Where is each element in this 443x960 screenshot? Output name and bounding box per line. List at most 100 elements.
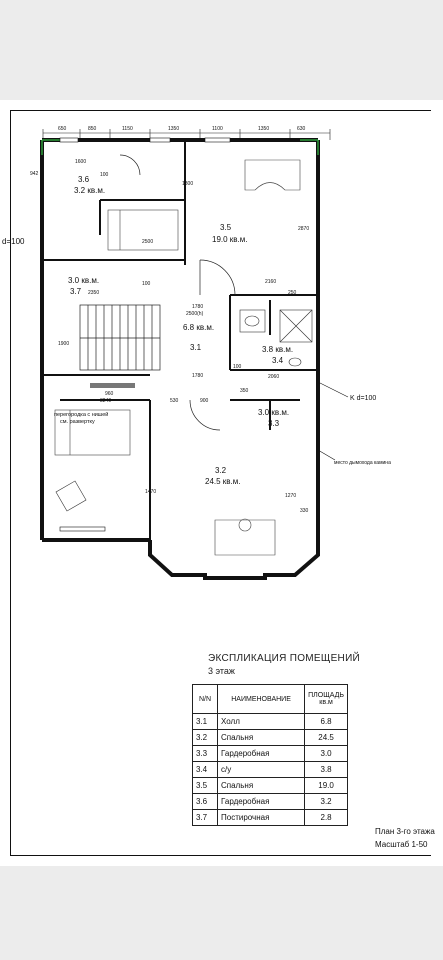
dim-2870: 2870	[298, 226, 309, 232]
dim-1780-a: 1780	[192, 304, 203, 310]
row-area: 6.8	[304, 713, 348, 730]
dim-top-3: 1150	[122, 126, 133, 132]
row-num: 3.1	[192, 713, 218, 730]
room-37-id: 3.7	[70, 287, 82, 296]
room-34-id: 3.4	[272, 356, 284, 365]
bottom-gray-band	[0, 866, 443, 960]
room-33-id: 3.3	[268, 419, 280, 428]
dim-top-7: 630	[297, 126, 306, 132]
row-name: Спальня	[216, 777, 306, 794]
bed-room-32	[54, 409, 131, 456]
room-34-area: 3.8 кв.м.	[262, 345, 293, 354]
window-marks	[41, 139, 319, 155]
row-area: 3.0	[304, 745, 348, 762]
partition-note-1: перегородка с нишей	[54, 411, 108, 418]
col-area-line2: кв.м	[319, 699, 333, 706]
door-swings	[119, 154, 236, 431]
col-area: ПЛОЩАДЬ кв.м	[304, 684, 348, 714]
rooms-table: N/N НАИМЕНОВАНИЕ ПЛОЩАДЬ кв.м 3.1 Холл 6…	[192, 684, 348, 826]
dim-2160: 2160	[265, 279, 276, 285]
partition-note-2: см. развертку	[60, 419, 95, 425]
row-num: 3.2	[192, 729, 218, 746]
dim-1270: 1270	[285, 493, 296, 499]
room-37-area: 3.0 кв.м.	[68, 276, 99, 285]
room-36-area: 3.2 кв.м.	[74, 186, 105, 195]
dim-2350: 2350	[88, 290, 99, 296]
row-area: 3.2	[304, 793, 348, 810]
staircase	[79, 304, 161, 371]
fireplace-note: место дымохода камина	[334, 460, 391, 466]
col-area-line1: ПЛОЩАДЬ	[308, 692, 344, 699]
dim-942: 942	[30, 171, 39, 177]
row-num: 3.6	[192, 793, 218, 810]
row-area: 24.5	[304, 729, 348, 746]
dim-350: 350	[240, 388, 249, 394]
table-header-row: N/N НАИМЕНОВАНИЕ ПЛОЩАДЬ кв.м	[192, 684, 348, 714]
dim-top-2: 850	[88, 126, 97, 132]
dim-100-b: 100	[142, 281, 151, 287]
row-name: Гардеробная	[216, 745, 306, 762]
col-name: НАИМЕНОВАНИЕ	[216, 684, 306, 714]
wall-thickness-right: K d=100	[350, 395, 376, 402]
bathroom-fixtures	[239, 309, 313, 367]
wall-thickness-left: d=100	[2, 237, 25, 246]
dim-1780-b: 1780	[192, 373, 203, 379]
dim-1800: 1800	[182, 181, 193, 187]
row-num: 3.4	[192, 761, 218, 778]
bed-room-35	[107, 209, 179, 251]
table-row: 3.1 Холл 6.8	[192, 713, 348, 730]
room-32-area: 24.5 кв.м.	[205, 477, 241, 486]
top-gray-band	[0, 0, 443, 100]
dim-top-1: 650	[58, 126, 67, 132]
dim-100-c: 100	[233, 364, 242, 370]
room-36-id: 3.6	[78, 175, 90, 184]
table-row: 3.7 Постирочная 2.8	[192, 809, 348, 826]
row-name: с/у	[216, 761, 306, 778]
dim-top-5: 1100	[212, 126, 223, 132]
row-name: Гардеробная	[216, 793, 306, 810]
desk-room-32	[214, 518, 276, 556]
dim-530: 530	[170, 398, 179, 404]
table-row: 3.6 Гардеробная 3.2	[192, 793, 348, 810]
row-name: Спальня	[216, 729, 306, 746]
row-area: 2.8	[304, 809, 348, 826]
sheet-frame	[10, 110, 431, 856]
fireplace-leader-line	[317, 449, 336, 461]
interior-walls	[42, 140, 318, 540]
row-name: Холл	[216, 713, 306, 730]
dim-top-4: 1350	[168, 126, 179, 132]
top-windows	[59, 137, 231, 532]
room-32-id: 3.2	[215, 466, 227, 475]
legend-title: ЭКСПЛИКАЦИЯ ПОМЕЩЕНИЙ	[208, 653, 361, 664]
dim-1900: 1900	[58, 341, 69, 347]
legend-subtitle: 3 этаж	[208, 666, 235, 676]
room-35-id: 3.5	[220, 223, 232, 232]
dim-960: 960	[105, 391, 114, 397]
room-33-area: 3.0 кв.м.	[258, 408, 289, 417]
table-row: 3.5 Спальня 19.0	[192, 777, 348, 794]
top-dimension-chain	[42, 129, 331, 140]
room-35-area: 19.0 кв.м.	[212, 235, 248, 244]
row-area: 3.8	[304, 761, 348, 778]
plan-scale: Масштаб 1-50	[375, 840, 428, 849]
dim-top-6: 1350	[258, 126, 269, 132]
row-num: 3.7	[192, 809, 218, 826]
table-row: 3.4 с/у 3.8	[192, 761, 348, 778]
dim-250: 250	[288, 290, 297, 296]
dim-2500h: 2500(h)	[186, 311, 204, 317]
room-31-area: 6.8 кв.м.	[183, 323, 214, 332]
dim-1600: 1600	[75, 159, 86, 165]
table-row: 3.2 Спальня 24.5	[192, 729, 348, 746]
dim-2500: 2500	[142, 239, 153, 245]
dim-100-a: 100	[100, 172, 109, 178]
partition-hatch	[90, 383, 135, 388]
row-area: 19.0	[304, 777, 348, 794]
table-row: 3.3 Гардеробная 3.0	[192, 745, 348, 762]
drawing-sheet: 650 850 1150 1350 1100 1350 630	[0, 100, 443, 866]
k-leader-line	[317, 381, 349, 398]
col-num: N/N	[192, 684, 218, 714]
room-31-id: 3.1	[190, 343, 202, 352]
dim-2060: 2060	[268, 374, 279, 380]
dim-3240: 3240	[100, 398, 111, 404]
row-num: 3.5	[192, 777, 218, 794]
